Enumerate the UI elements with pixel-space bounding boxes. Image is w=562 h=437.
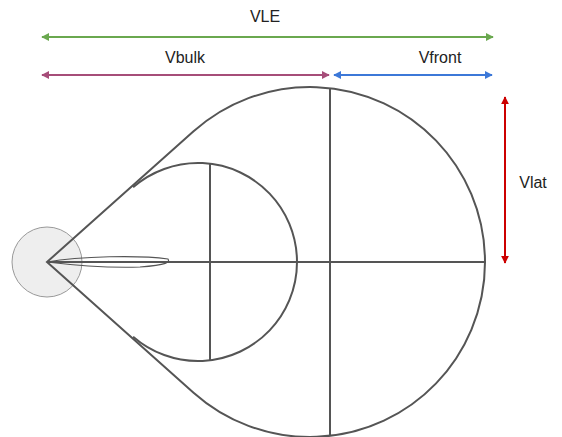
velocity-label: Vbulk — [165, 49, 205, 67]
velocity-label: Vfront — [419, 49, 462, 67]
cme-outer-front — [47, 87, 485, 437]
inner-chord — [209, 164, 211, 360]
vbulk-arrow — [42, 74, 329, 76]
velocity-label: Vlat — [519, 174, 547, 192]
velocity-label: VLE — [250, 8, 280, 26]
vle-arrow — [42, 36, 493, 38]
outer-chord — [329, 88, 331, 436]
streamer-lobe — [47, 257, 169, 268]
vlat-arrow — [504, 97, 506, 263]
vfront-arrow — [334, 74, 492, 76]
axis-line — [47, 261, 485, 263]
